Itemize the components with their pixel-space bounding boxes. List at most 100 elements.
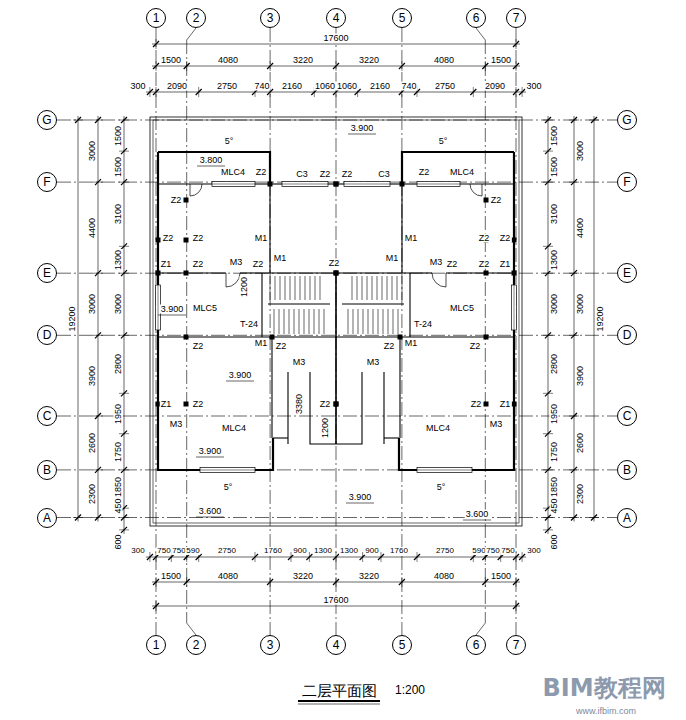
plan-label: M3 — [489, 420, 504, 429]
dimension-text: 740 — [253, 82, 270, 91]
dimension-tick — [591, 117, 597, 123]
plan-label: Z2 — [252, 260, 265, 269]
axis-bubble: 2 — [186, 8, 206, 28]
dimension-text: 3000 — [576, 140, 585, 162]
window-symbol — [512, 285, 517, 330]
axis-bubble: A — [37, 508, 57, 528]
axis-number: 6 — [473, 639, 480, 651]
plan-label: MLC5 — [192, 304, 218, 313]
column-mark — [512, 402, 517, 407]
dimension-tick — [545, 467, 551, 473]
dimension-tick — [95, 270, 101, 276]
interior-wall — [446, 272, 514, 273]
dimension-tick — [153, 603, 159, 609]
axis-number: 5 — [399, 639, 406, 651]
dimension-text: 2750 — [217, 547, 237, 555]
dimension-text: 1500 — [550, 156, 559, 178]
plan-label: Z2 — [470, 400, 483, 409]
dimension-text: 740 — [400, 82, 417, 91]
axis-number: B — [623, 464, 631, 476]
column-mark — [484, 402, 489, 407]
dimension-tick — [121, 179, 127, 185]
interior-wall — [335, 273, 336, 337]
plan-label: M1 — [404, 339, 419, 348]
stair-tread — [309, 309, 310, 334]
dimension-line — [152, 606, 520, 607]
dimension-text: 3100 — [114, 203, 123, 225]
dimension-tick — [95, 179, 101, 185]
axis-number: A — [623, 512, 631, 524]
axis-bubble: F — [617, 172, 637, 192]
dimension-text: 4080 — [433, 56, 455, 65]
axis-number: 4 — [333, 639, 340, 651]
dimension-tick — [121, 332, 127, 338]
column-mark — [184, 198, 189, 203]
dimension-tick — [513, 41, 519, 47]
dimension-text: 1300 — [550, 249, 559, 271]
dimension-text: 1300 — [114, 249, 123, 271]
interior-wall — [410, 272, 432, 273]
interior-wall — [384, 437, 399, 438]
dimension-line — [574, 116, 575, 522]
stair-tread — [289, 309, 290, 334]
column-mark — [334, 271, 339, 276]
stair-tread — [353, 309, 354, 334]
plan-label: 5° — [223, 483, 234, 492]
window-symbol — [212, 184, 255, 185]
dimension-text: 2750 — [216, 82, 238, 91]
dimension-text: 3000 — [88, 293, 97, 315]
plan-label: M3 — [366, 358, 381, 367]
interior-wall — [158, 183, 212, 184]
plan-label: Z1 — [160, 260, 173, 269]
interior-wall — [271, 337, 272, 438]
stair-tread — [305, 276, 306, 300]
dimension-text: 590 — [185, 547, 200, 555]
exterior-wall — [158, 152, 273, 470]
dimension-tick — [333, 579, 339, 585]
dimension-tick — [571, 515, 577, 521]
dimension-text: 1950 — [550, 403, 559, 425]
dimension-text: 2160 — [369, 82, 391, 91]
plan-label: Z1 — [160, 400, 173, 409]
dimension-text: 1500 — [490, 572, 512, 581]
column-mark — [184, 238, 189, 243]
dimension-text: 2800 — [114, 353, 123, 375]
dimension-text: 450 — [550, 497, 559, 514]
dimension-text: 17600 — [322, 34, 349, 43]
interior-wall — [335, 273, 336, 337]
interior-wall — [342, 303, 404, 304]
axis-line — [516, 28, 517, 635]
door-swing — [190, 184, 202, 196]
axis-leader — [476, 623, 485, 635]
drawing-title: 二层平面图 — [301, 683, 378, 698]
dimension-text: 2300 — [88, 483, 97, 505]
column-mark — [334, 402, 339, 407]
window-symbol — [344, 184, 390, 185]
interior-wall — [262, 272, 336, 273]
stair-tread — [362, 276, 363, 300]
column-mark — [484, 335, 489, 340]
stair-tread — [304, 309, 305, 334]
axis-bubble: 7 — [506, 635, 526, 655]
axis-bubble: C — [37, 406, 57, 426]
dimension-tick — [545, 332, 551, 338]
dimension-text: 2750 — [434, 82, 456, 91]
dimension-line — [98, 116, 99, 522]
interior-wall — [287, 372, 288, 444]
plan-label: 3.900 — [198, 447, 223, 456]
dimension-tick — [571, 270, 577, 276]
dimension-tick — [333, 63, 339, 69]
dimension-tick — [545, 179, 551, 185]
axis-number: D — [623, 329, 632, 341]
dimension-line — [548, 116, 549, 534]
axis-leader — [187, 28, 196, 40]
plan-label: Z2 — [275, 342, 288, 351]
dimension-text: 4080 — [217, 572, 239, 581]
interior-wall — [401, 184, 402, 273]
interior-wall — [158, 272, 226, 273]
axis-bubble: C — [617, 406, 637, 426]
axis-bubble: E — [617, 263, 637, 283]
dimension-tick — [153, 579, 159, 585]
dimension-text: 750 — [485, 547, 500, 555]
elevation-underline — [196, 517, 224, 518]
